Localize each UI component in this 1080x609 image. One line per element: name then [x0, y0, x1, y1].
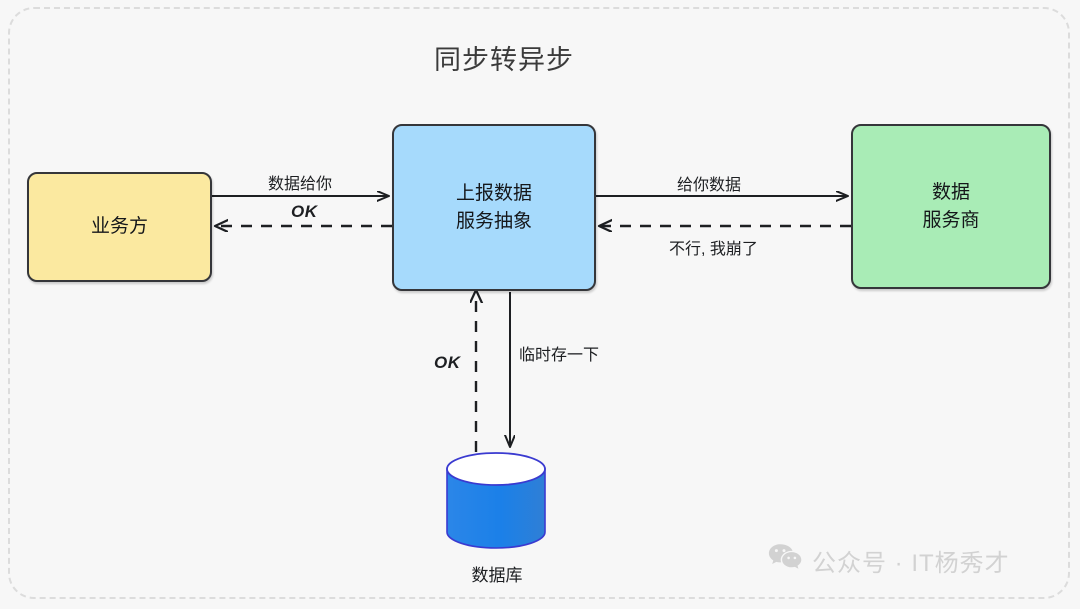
node-report-data-service-line2: 服务抽象	[455, 210, 532, 232]
node-business-party-label: 业务方	[90, 216, 148, 238]
node-data-provider-line2: 服务商	[922, 209, 980, 231]
edge-label-temp-store: 临时存一下	[519, 347, 600, 364]
edge-label-provider-crashed: 不行, 我崩了	[669, 241, 758, 258]
node-data-provider[interactable]: 数据 服务商	[851, 124, 1051, 289]
edge-label-ok-from-database: OK	[434, 353, 461, 372]
edge-label-give-data: 给你数据	[677, 177, 742, 194]
node-database-label: 数据库	[471, 566, 523, 585]
watermark-text: 公众号 · IT杨秀才	[812, 550, 1010, 577]
node-data-provider-line1: 数据	[931, 181, 970, 203]
database-cylinder-icon	[446, 452, 546, 549]
watermark: 公众号 · IT杨秀才	[768, 543, 1010, 578]
node-report-data-service[interactable]: 上报数据 服务抽象	[392, 124, 596, 291]
diagram-title: 同步转异步	[434, 45, 574, 75]
wechat-icon	[768, 543, 802, 578]
edge-label-data-to-you: 数据给你	[268, 176, 333, 193]
node-business-party[interactable]: 业务方	[27, 172, 212, 282]
node-report-data-service-line1: 上报数据	[455, 182, 532, 204]
edge-label-ok-to-business: OK	[291, 202, 318, 221]
